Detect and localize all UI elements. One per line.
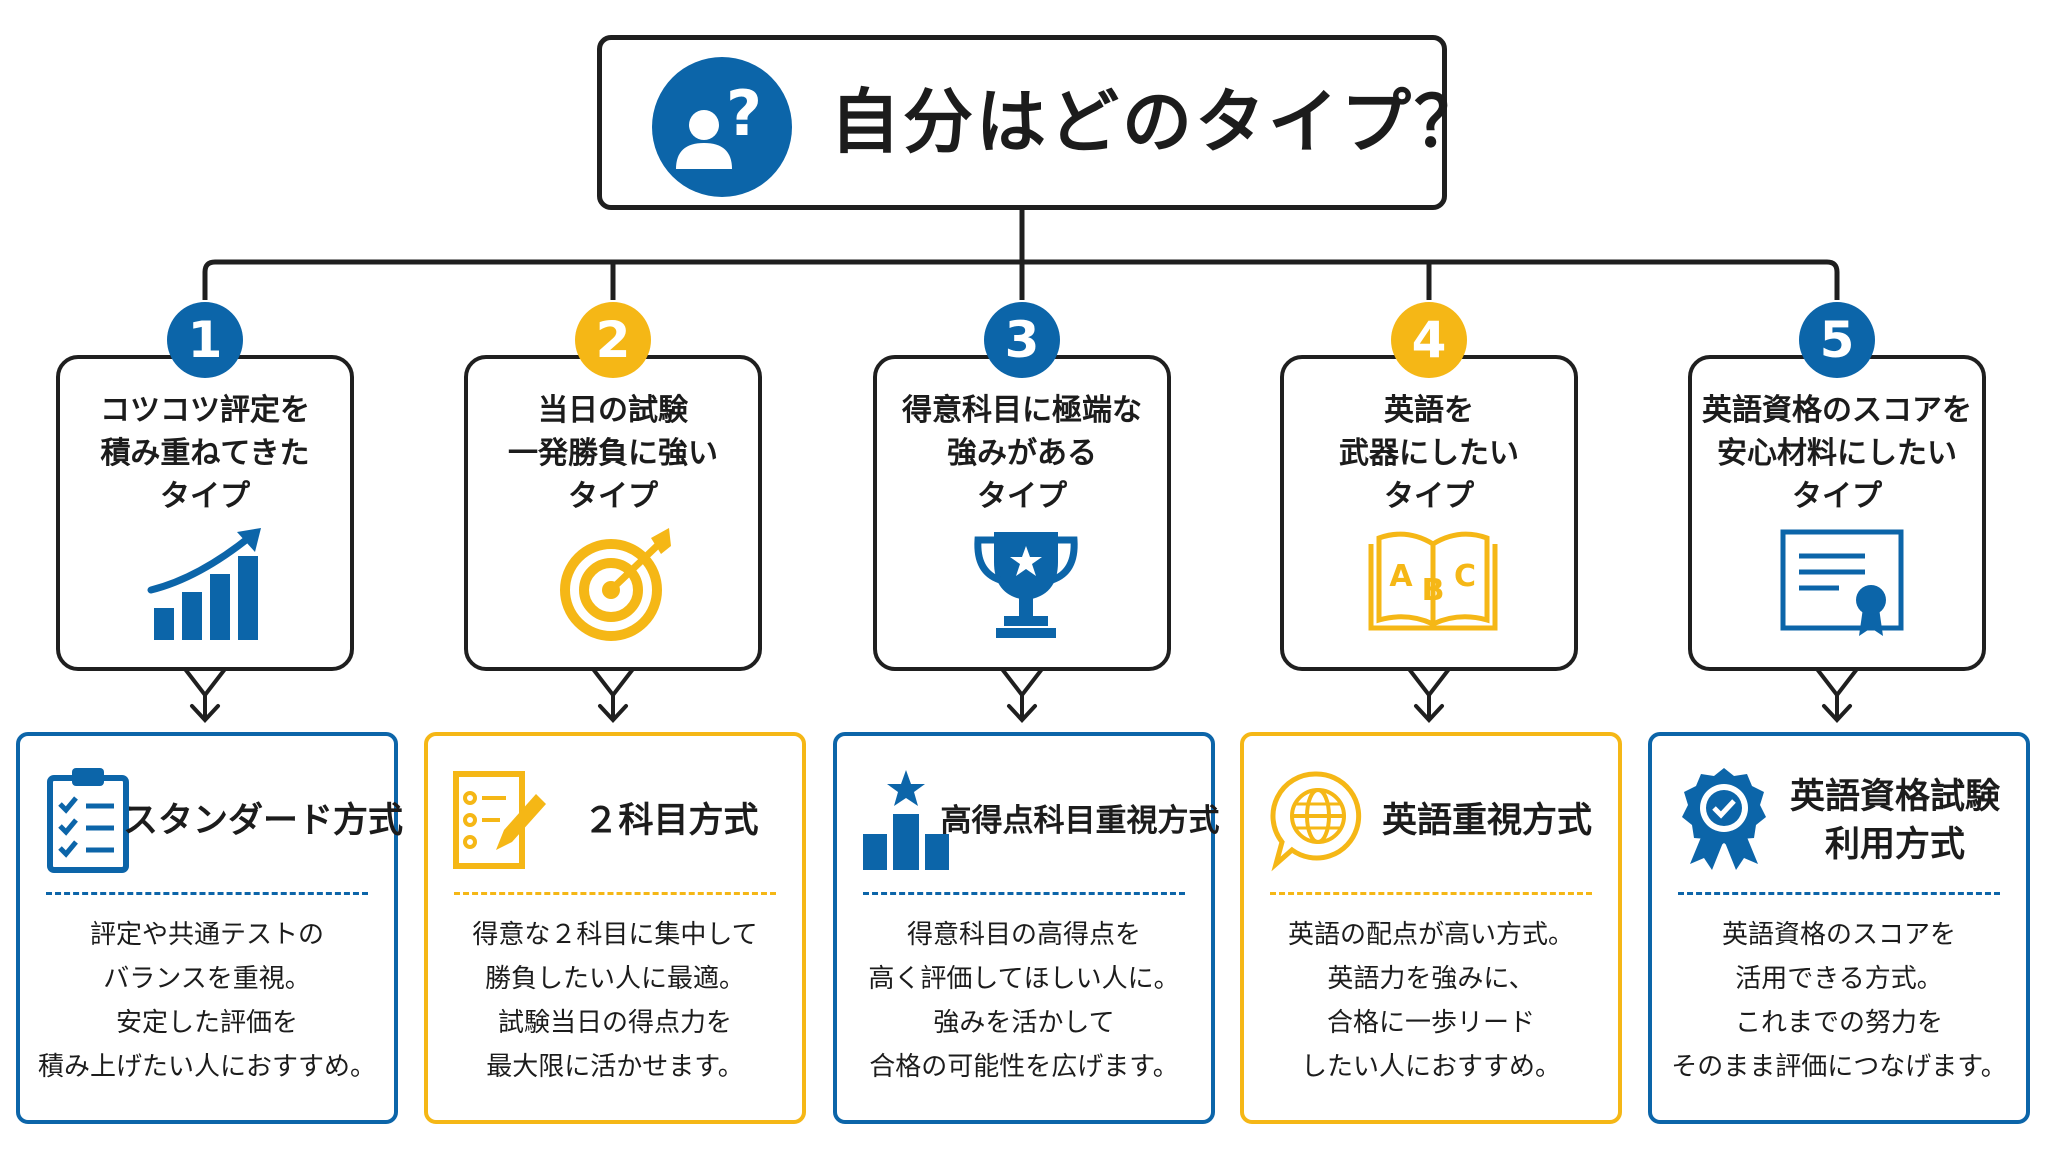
type-label: 当日の試験一発勝負に強いタイプ <box>508 393 718 514</box>
method-description: 英語資格のスコアを活用できる方式。これまでの努力をそのまま評価につなげます。 <box>1671 920 2007 1082</box>
checklist-clipboard-icon <box>42 764 142 874</box>
divider <box>1270 892 1592 895</box>
method-box-2: ２科目方式 得意な２科目に集中して勝負したい人に最適。試験当日の得点力を最大限に… <box>424 732 806 1124</box>
certificate-icon <box>1771 524 1911 644</box>
method-title: 高得点科目重視方式 <box>940 803 1220 839</box>
award-badge-icon <box>1674 764 1774 874</box>
svg-text:B: B <box>1422 573 1445 608</box>
method-title: スタンダード方式 <box>123 801 404 841</box>
type-label: 英語を武器にしたいタイプ <box>1339 393 1519 514</box>
divider <box>454 892 776 895</box>
page-title: 自分はどのタイプ？ <box>830 81 1487 163</box>
type-box-2: 当日の試験一発勝負に強いタイプ <box>464 355 762 671</box>
divider <box>46 892 368 895</box>
growth-chart-icon <box>139 524 279 644</box>
badge-5: 5 <box>1799 302 1875 378</box>
target-icon <box>547 524 687 644</box>
title-box: ? 自分はどのタイプ？ <box>597 35 1484 210</box>
method-title: 英語重視方式 <box>1381 801 1592 841</box>
method-description: 評定や共通テストのバランスを重視。安定した評価を積み上げたい人におすすめ。 <box>37 920 376 1082</box>
type-label: 得意科目に極端な強みがあるタイプ <box>902 393 1142 514</box>
method-box-5: 英語資格試験利用方式 英語資格のスコアを活用できる方式。これまでの努力をそのまま… <box>1648 732 2030 1124</box>
trophy-icon <box>956 524 1096 644</box>
method-title: ２科目方式 <box>583 801 759 841</box>
divider <box>863 892 1185 895</box>
abc-book-icon: A B C <box>1363 524 1503 644</box>
exam-sheet-pencil-icon <box>450 764 550 874</box>
svg-text:C: C <box>1454 559 1476 594</box>
type-label: コツコツ評定を積み重ねてきたタイプ <box>100 393 310 514</box>
badge-1: 1 <box>167 302 243 378</box>
method-title: 英語資格試験利用方式 <box>1789 777 2000 865</box>
method-description: 英語の配点が高い方式。英語力を強みに、合格に一歩リードしたい人におすすめ。 <box>1287 920 1574 1082</box>
svg-text:A: A <box>1389 559 1413 594</box>
type-label: 英語資格のスコアを安心材料にしたいタイプ <box>1702 393 1972 514</box>
type-box-4: 英語を武器にしたいタイプ A B C <box>1280 355 1578 671</box>
globe-bubble-icon <box>1266 764 1366 874</box>
divider <box>1678 892 2000 895</box>
badge-4: 4 <box>1391 302 1467 378</box>
method-box-4: 英語重視方式 英語の配点が高い方式。英語力を強みに、合格に一歩リードしたい人にお… <box>1240 732 1622 1124</box>
podium-star-icon <box>859 764 959 874</box>
method-box-3: 高得点科目重視方式 得意科目の高得点を高く評価してほしい人に。強みを活かして合格… <box>833 732 1220 1124</box>
method-description: 得意な２科目に集中して勝負したい人に最適。試験当日の得点力を最大限に活かせます。 <box>472 920 758 1082</box>
type-box-1: コツコツ評定を積み重ねてきたタイプ <box>56 355 354 671</box>
svg-text:?: ? <box>726 77 762 150</box>
method-box-1: スタンダード方式 評定や共通テストのバランスを重視。安定した評価を積み上げたい人… <box>16 732 404 1124</box>
method-description: 得意科目の高得点を高く評価してほしい人に。強みを活かして合格の可能性を広げます。 <box>868 920 1180 1082</box>
question-person-icon: ? <box>652 57 792 197</box>
badge-2: 2 <box>575 302 651 378</box>
type-box-5: 英語資格のスコアを安心材料にしたいタイプ <box>1688 355 1986 671</box>
type-box-3: 得意科目に極端な強みがあるタイプ <box>873 355 1171 671</box>
badge-3: 3 <box>984 302 1060 378</box>
